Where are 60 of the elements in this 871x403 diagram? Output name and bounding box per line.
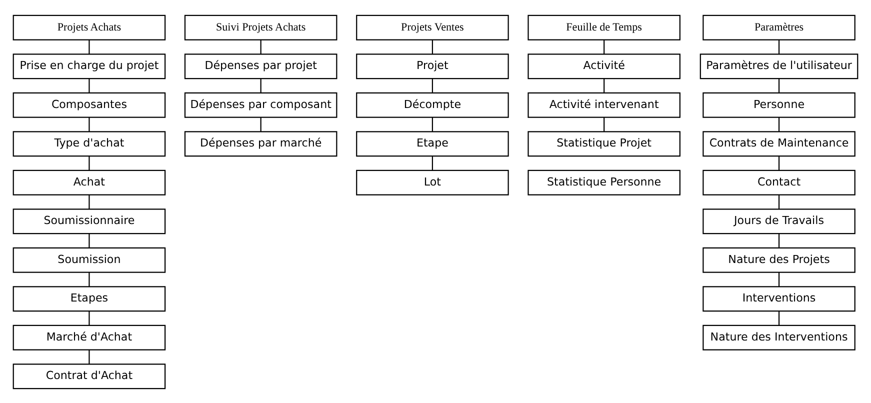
- connector: [604, 39, 605, 54]
- connector: [88, 116, 90, 132]
- connector: [432, 156, 433, 170]
- node-box: Statistique Personne: [528, 169, 680, 195]
- node-box: Personne: [702, 92, 856, 118]
- connector: [604, 116, 605, 132]
- node-box: Projets Achats: [12, 14, 166, 40]
- node-box: Statistique Projet: [528, 130, 680, 156]
- connector: [778, 78, 780, 92]
- node-box: Composantes: [12, 92, 166, 118]
- connector: [778, 156, 780, 170]
- connector: [88, 233, 90, 248]
- node-box: Interventions: [702, 286, 856, 312]
- connector: [260, 78, 262, 92]
- node-box: Paramètres: [702, 14, 856, 40]
- node-box: Soumission: [12, 246, 166, 272]
- connector: [260, 116, 262, 132]
- node-box: Contrat d'Achat: [12, 363, 166, 389]
- connector: [260, 39, 262, 54]
- connector: [88, 194, 90, 209]
- node-box: Projets Ventes: [356, 14, 509, 40]
- node-box: Lot: [356, 169, 509, 195]
- connector: [88, 39, 90, 54]
- connector: [432, 39, 433, 54]
- node-box: Paramètres de l'utilisateur: [700, 53, 858, 79]
- node-box: Activité intervenant: [528, 92, 680, 118]
- node-box: Dépenses par projet: [184, 53, 338, 79]
- node-box: Activité: [528, 53, 680, 79]
- connector: [778, 233, 780, 248]
- connector: [778, 272, 780, 286]
- connector: [778, 116, 780, 132]
- node-box: Suivi Projets Achats: [184, 14, 338, 40]
- connector: [778, 194, 780, 209]
- node-box: Jours de Travails: [702, 208, 856, 234]
- node-box: Dépenses par marché: [184, 130, 338, 156]
- node-box: Contrats de Maintenance: [702, 130, 856, 156]
- node-box: Achat: [12, 169, 166, 195]
- node-box: Contact: [702, 169, 856, 195]
- connector: [88, 310, 90, 325]
- node-box: Type d'achat: [12, 130, 166, 156]
- node-box: Projet: [356, 53, 509, 79]
- connector: [778, 310, 780, 325]
- node-box: Etapes: [12, 286, 166, 312]
- connector: [432, 116, 433, 132]
- connector: [88, 78, 90, 92]
- connector: [88, 156, 90, 170]
- node-box: Prise en charge du projet: [12, 53, 166, 79]
- node-box: Feuille de Temps: [528, 14, 680, 40]
- node-box: Nature des Interventions: [702, 324, 856, 350]
- node-box: Etape: [356, 130, 509, 156]
- node-box: Nature des Projets: [702, 246, 856, 272]
- node-box: Soumissionnaire: [12, 208, 166, 234]
- connector: [604, 78, 605, 92]
- node-box: Décompte: [356, 92, 509, 118]
- connector: [778, 39, 780, 54]
- connector: [88, 272, 90, 286]
- connector: [432, 78, 433, 92]
- connector: [88, 349, 90, 364]
- node-box: Marché d'Achat: [12, 324, 166, 350]
- node-box: Dépenses par composant: [184, 92, 338, 118]
